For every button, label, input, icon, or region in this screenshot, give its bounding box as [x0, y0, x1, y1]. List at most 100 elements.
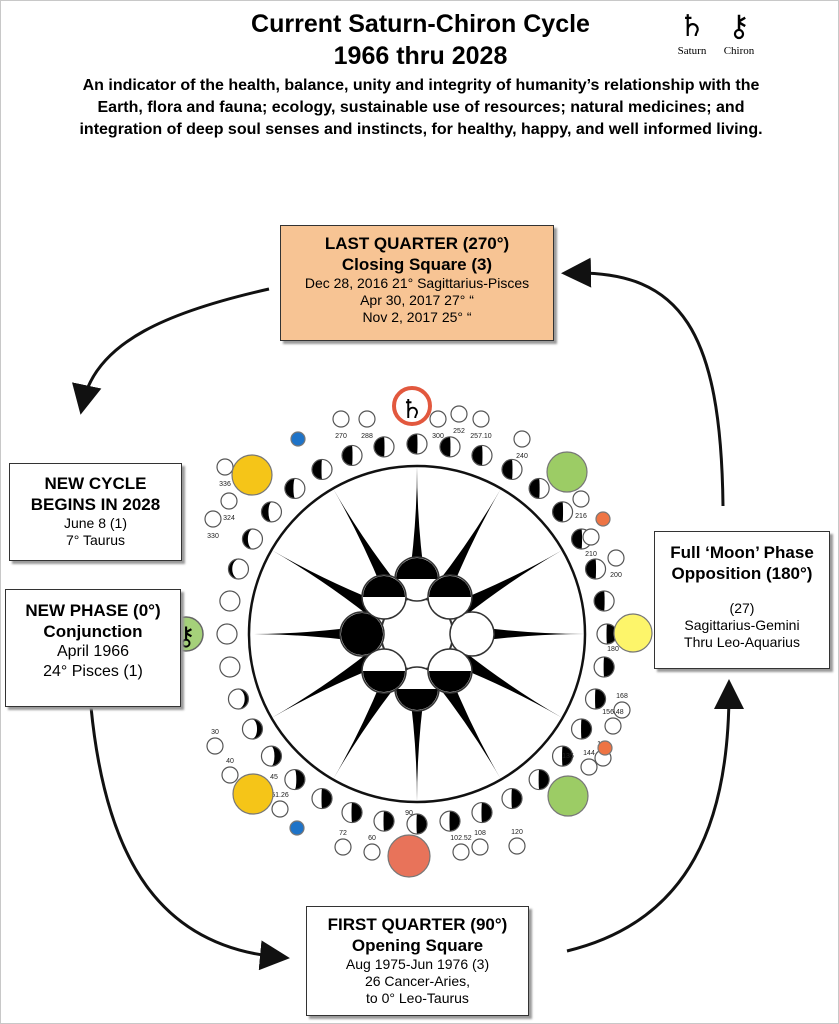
ring-phase-circles	[216, 433, 618, 835]
marker-225-green	[546, 451, 588, 493]
degree-marker-circle	[334, 838, 352, 856]
ring-phase-circle	[216, 623, 238, 645]
new-cycle-line-2: 7° Taurus	[65, 532, 126, 548]
ring-phase-shade	[529, 478, 540, 498]
ring-phase-shade	[383, 811, 394, 831]
last-quarter-heading: LAST QUARTER (270°)	[324, 234, 510, 253]
last-quarter-line-2: Apr 30, 2017 27° “	[360, 292, 474, 308]
degree-marker-circle	[513, 430, 531, 448]
ring-phase-shade	[228, 559, 239, 579]
inner-phase-shade	[396, 558, 438, 579]
full-moon-heading: Full ‘Moon’ Phase	[670, 543, 814, 562]
wheel-spoke	[457, 550, 563, 616]
ring-phase-circle	[227, 558, 250, 580]
ring-phase-shade	[242, 529, 253, 549]
ring-phase-shade	[603, 657, 614, 677]
degree-marker-circle	[450, 405, 468, 423]
wheel-spoke	[333, 488, 399, 594]
degree-marker-circle	[607, 549, 625, 567]
degree-marker-circle	[221, 766, 239, 784]
degree-label: 40	[226, 758, 234, 765]
full-moon-line-2: Sagittarius-Gemini	[684, 617, 800, 633]
marker-150-orange	[597, 740, 613, 756]
degree-marker-circle	[204, 510, 222, 528]
new-phase-subheading: Conjunction	[43, 622, 143, 641]
wheel-spoke	[435, 674, 501, 780]
ring-phase-shade	[440, 437, 451, 457]
inner-phase-shade	[429, 671, 471, 692]
wheel-spoke	[457, 652, 563, 718]
degree-label: 252	[453, 428, 465, 435]
degree-marker-circle	[363, 843, 381, 861]
ring-phase-shade	[595, 689, 606, 709]
marker-60-blue	[289, 820, 305, 836]
degree-marker-circle	[580, 758, 598, 776]
chiron-glyph-icon: ⚷	[728, 10, 750, 43]
title-line-2: 1966 thru 2028	[333, 42, 508, 70]
ring-phase-shade	[252, 719, 262, 739]
new-phase-line-2: 24° Pisces (1)	[43, 663, 143, 680]
last-quarter-subheading: Closing Square (3)	[341, 255, 493, 274]
first-quarter-subheading: Opening Square	[351, 936, 484, 955]
inner-phase-circles	[339, 556, 495, 712]
degree-label: 102.52	[450, 835, 472, 842]
full-moon-line-3: Thru Leo-Aquarius	[684, 634, 800, 650]
degree-label: 156.48	[602, 709, 624, 716]
saturn-marker	[392, 386, 432, 426]
marker-180-yellow	[613, 613, 653, 653]
last-quarter-line-1: Dec 28, 2016 21° Sagittarius-Pisces	[304, 275, 530, 291]
degree-label: 168	[616, 693, 628, 700]
ring-phase-shade	[538, 770, 549, 790]
saturn-marker-icon: ♄	[400, 395, 423, 425]
inner-phase-shade	[363, 576, 405, 597]
degree-marker-circle	[471, 838, 489, 856]
ring-phase-circle	[219, 656, 241, 678]
first-quarter-line-1: Aug 1975-Jun 1976 (3)	[345, 956, 490, 972]
wheel-spoke	[408, 685, 426, 802]
degree-marker-circle	[216, 458, 234, 476]
chiron-marker-icon: ⚷	[176, 622, 195, 652]
degree-marker-circle	[572, 490, 590, 508]
ring-phase-shade	[407, 434, 418, 454]
degree-marker-circle	[604, 717, 622, 735]
degree-label: 72	[339, 830, 347, 837]
degree-label: 288	[361, 433, 373, 440]
new-phase-box: NEW PHASE (0°) Conjunction April 1966 24…	[5, 589, 181, 707]
degree-label: 216	[575, 513, 587, 520]
ring-phase-shade	[374, 437, 385, 457]
marker-300-blue	[290, 431, 306, 447]
degree-label: 144	[583, 750, 595, 757]
new-cycle-subheading: BEGINS IN 2028	[30, 495, 161, 514]
ring-phase-shade	[511, 789, 522, 809]
degree-label: 108	[474, 830, 486, 837]
ring-phase-shade	[572, 529, 583, 549]
legend-saturn: ♄ Saturn	[670, 11, 714, 58]
degree-label: 336	[219, 481, 231, 488]
ring-phase-shade	[294, 770, 305, 790]
degree-label: 210	[585, 551, 597, 558]
degree-label: 240	[516, 453, 528, 460]
degree-marker-circle	[220, 492, 238, 510]
arrow-first-to-full	[566, 679, 744, 953]
legend-chiron: ⚷ Chiron	[717, 10, 761, 58]
new-phase-line-1: April 1966	[56, 643, 130, 660]
degree-marker-circle	[613, 701, 631, 719]
ring-phase-shade	[481, 803, 492, 823]
ring-phase-shade	[261, 502, 272, 522]
degree-marker-circle	[429, 410, 447, 428]
first-quarter-heading: FIRST QUARTER (90°)	[327, 915, 508, 934]
ring-phase-shade	[449, 811, 460, 831]
degree-marker-circle	[271, 800, 289, 818]
ring-phase-shade	[285, 478, 295, 498]
degree-label: 330	[207, 533, 219, 540]
legend-chiron-label: Chiron	[723, 45, 755, 57]
wheel-spoke	[408, 466, 426, 583]
marker-216-orange	[595, 511, 611, 527]
first-quarter-line-3: to 0° Leo-Taurus	[366, 990, 469, 1006]
wheel-spoke	[271, 652, 377, 718]
marker-90-orange	[387, 834, 431, 878]
degree-label: 30	[211, 729, 219, 736]
degree-label: 180	[607, 646, 619, 653]
